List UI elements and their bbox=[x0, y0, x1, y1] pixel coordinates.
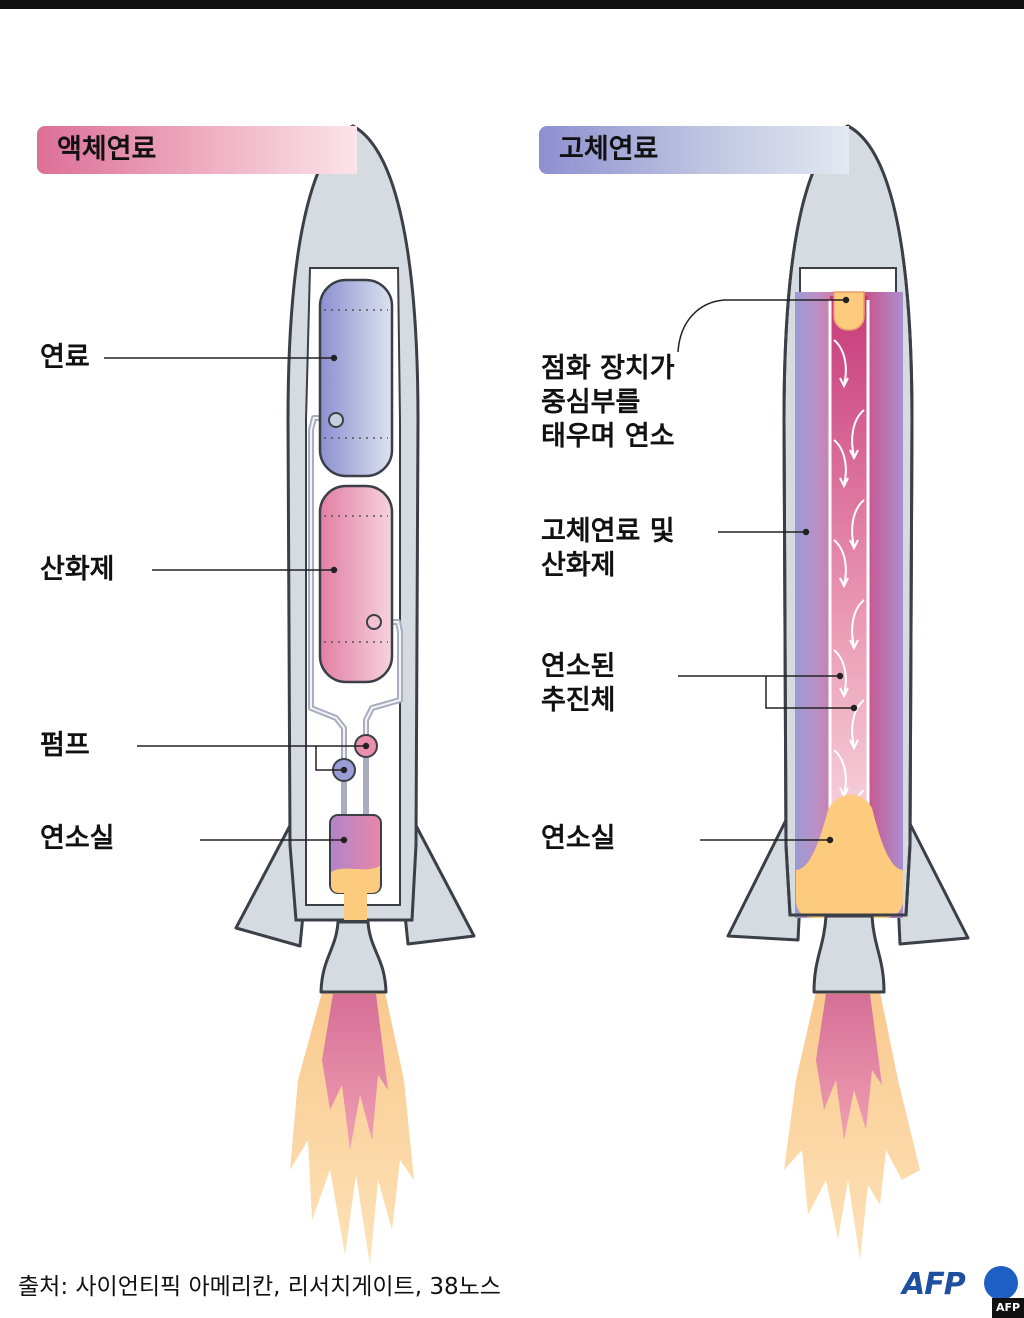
header-solid-fuel: 고체연료 bbox=[539, 126, 849, 174]
afp-logo-dot-icon bbox=[984, 1266, 1018, 1300]
leader-propellant bbox=[678, 675, 854, 709]
solid-flame-inner bbox=[816, 994, 882, 1140]
leader-pump bbox=[137, 745, 366, 771]
liquid-rocket bbox=[234, 124, 476, 1265]
label-propellant: 연소된 추진체 bbox=[541, 651, 616, 716]
afp-tag: AFP bbox=[992, 1298, 1024, 1318]
ox-tank-outlet bbox=[366, 614, 382, 630]
afp-logo: AFP bbox=[902, 1262, 1020, 1308]
label-fuel: 연료 bbox=[40, 342, 90, 373]
fuel-pipe-core bbox=[310, 417, 345, 770]
liquid-throat bbox=[344, 893, 367, 920]
label-liquid-combustion: 연소실 bbox=[40, 823, 115, 854]
liquid-flame-inner bbox=[322, 994, 388, 1150]
liquid-chamber-flame bbox=[331, 866, 380, 893]
label-fuel-oxidizer: 고체연료 및 산화제 bbox=[541, 516, 675, 581]
label-ignition: 점화 장치가 중심부를 태우며 연소 bbox=[541, 353, 675, 452]
source-credit: 출처: 사이언티픽 아메리칸, 리서치게이트, 38노스 bbox=[18, 1274, 501, 1300]
fuel-tank-outlet bbox=[328, 412, 344, 428]
liquid-nozzle bbox=[319, 920, 388, 994]
header-liquid-fuel: 액체연료 bbox=[37, 126, 357, 174]
leader-lines bbox=[104, 296, 858, 844]
oxidizer-tank bbox=[318, 484, 394, 684]
solid-combustion bbox=[796, 794, 903, 918]
ignition-device bbox=[833, 291, 865, 331]
label-solid-combustion: 연소실 bbox=[541, 823, 616, 854]
label-pump: 펌프 bbox=[40, 730, 90, 761]
ox-pipe-core bbox=[365, 621, 401, 746]
afp-logo-text: AFP bbox=[902, 1267, 966, 1302]
solid-rocket bbox=[726, 124, 970, 1260]
label-oxidizer: 산화제 bbox=[40, 554, 115, 585]
leader-ignition bbox=[677, 299, 846, 353]
solid-nozzle bbox=[812, 914, 886, 994]
top-rule bbox=[0, 0, 1024, 9]
